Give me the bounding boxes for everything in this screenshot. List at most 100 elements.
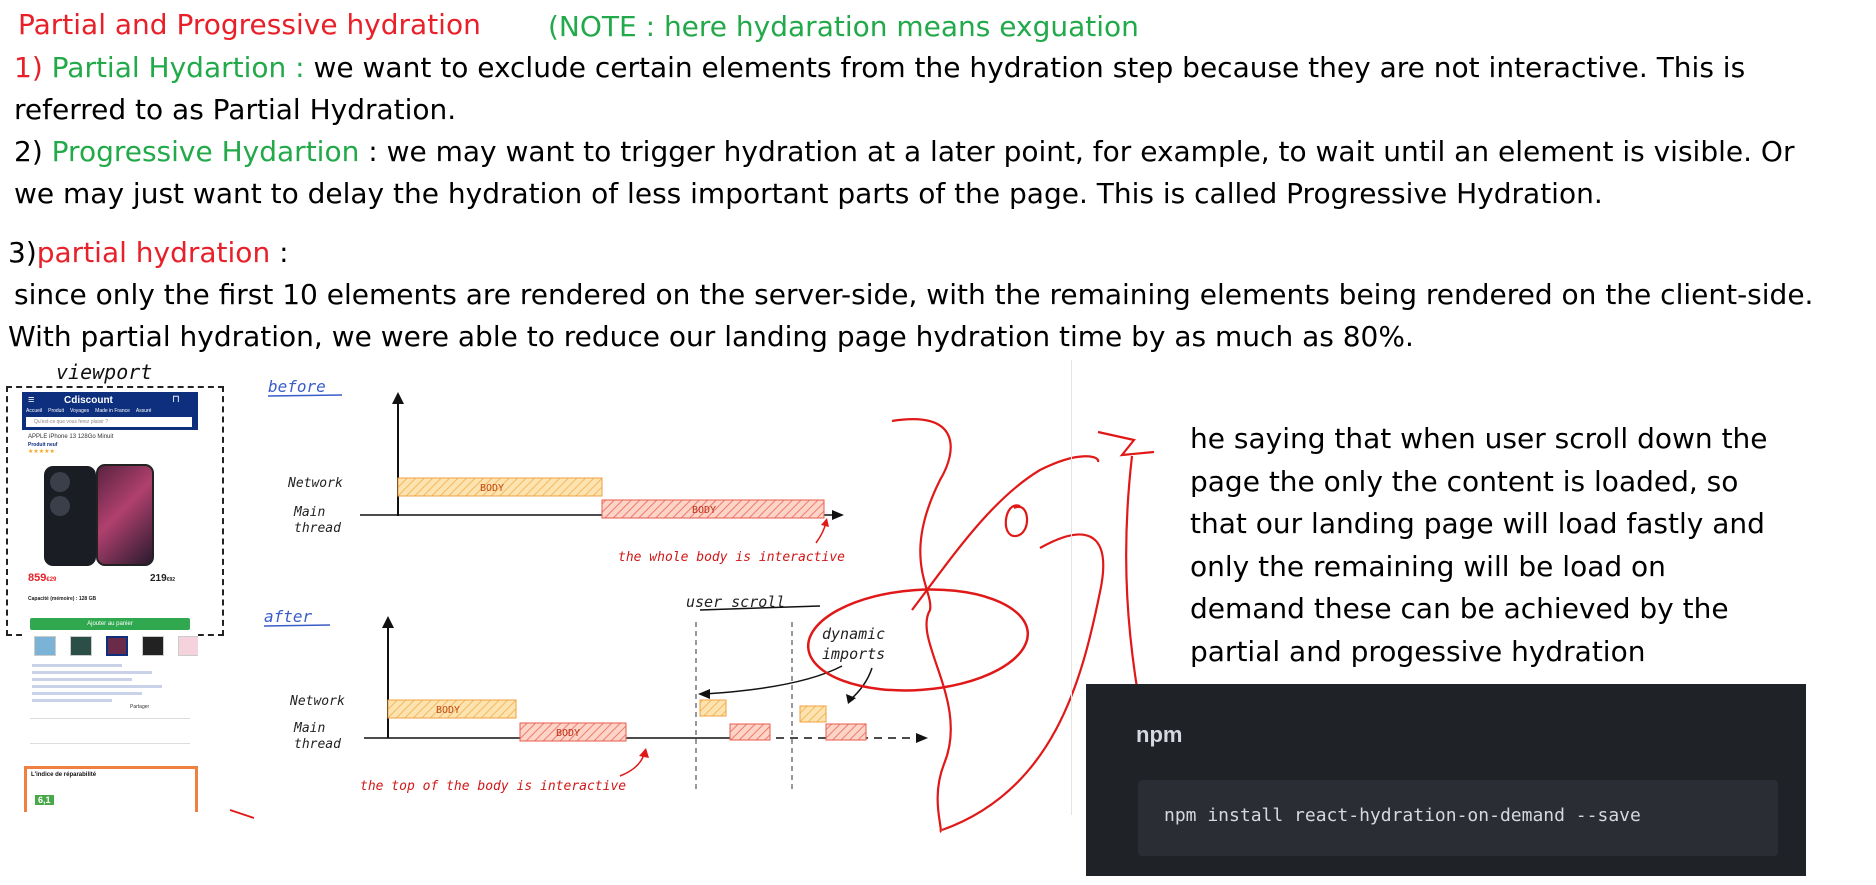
swatch-pink[interactable] [106,636,128,656]
after-network-label: Network [289,694,345,709]
nav-item[interactable]: Made in France [95,408,130,414]
search-placeholder: Qu'est-ce que vous ferez plaisir ? [34,419,109,425]
after-thread-label: thread [294,737,341,752]
side-note-line: partial and progessive hydration [1190,634,1646,668]
feature-list [32,664,182,702]
npm-command: npm install react-hydration-on-demand --… [1164,805,1641,826]
point-3-heading: 3)partial hydration : [8,232,289,274]
after-network-body-bar [387,699,517,719]
user-scroll-arrow [699,605,821,611]
npm-title: npm [1136,722,1183,747]
dynamic-imports-arrow-left [703,665,843,695]
hydration-timeline-diagram: before Network Main thread BODY BODY the… [263,377,928,794]
point-1-text: we want to exclude certain elements from… [313,51,1746,84]
top-body-caption: the top of the body is interactive [360,779,626,794]
scribble-small-tick [229,809,255,819]
share-label: Partager [130,704,150,710]
swatch-green[interactable] [70,636,92,656]
add-to-cart-button[interactable]: Ajouter au panier [30,618,190,630]
nav-row: Accueil Produit Voyages Made in France A… [26,408,196,416]
search-input[interactable]: Qu'est-ce que vous ferez plaisir ? [26,417,192,427]
top-caption-arrow-head [639,748,649,758]
nav-item[interactable]: Produit [48,408,64,414]
scribble-down-arrow [1125,455,1144,719]
point-3-colon: : [279,236,289,269]
product-title: APPLE iPhone 13 128Go Minuit [28,434,114,440]
before-label: before [268,377,326,396]
whole-body-caption: the whole body is interactive [618,550,845,565]
side-note: he saying that when user scroll down the… [1190,418,1768,673]
phone-screenshot: ≡ Cdiscount ⊓ Accueil Produit Voyages Ma… [22,392,198,812]
dynamic-label: dynamic [822,625,885,643]
after-label-underline [263,624,331,627]
rating-stars: ★★★★★ [28,449,55,455]
side-note-line: page the only the content is loaded, so [1190,464,1739,498]
before-network-body-bar [397,477,603,497]
phone-header: ≡ Cdiscount ⊓ Accueil Produit Voyages Ma… [22,392,198,430]
scribble-loop [1004,504,1029,538]
before-x-arrow [832,510,844,520]
scribble-cross-arrow [911,455,1100,611]
capacity-label: Capacité (mémoire) : 128 GB [28,596,97,602]
brand-logo: Cdiscount [64,395,113,406]
nav-item[interactable]: Accueil [26,408,43,414]
npm-install-panel: npm npm install react-hydration-on-deman… [1086,684,1806,876]
point-3-line-2: With partial hydration, we were able to … [8,320,1414,353]
after-main-body-label: BODY [556,728,580,739]
price-alt-cents: €92 [166,577,176,583]
viewport-label: viewport [56,360,153,384]
repair-score: 6,1 [35,795,54,805]
menu-icon: ≡ [28,394,35,406]
swatch-light[interactable] [178,636,198,656]
add-to-cart-label: Ajouter au panier [87,621,133,627]
product-image [40,462,158,570]
repair-index-title: L'indice de réparabilité [31,772,97,778]
side-note-line: he saying that when user scroll down the [1190,422,1768,455]
before-label-underline [267,394,343,397]
chunk-2-network [799,705,827,723]
price-main: 859€29 [28,572,56,584]
scribble-right-arrow [941,533,1105,832]
dynamic-imports-circle [806,588,1030,692]
npm-code-block[interactable]: npm install react-hydration-on-demand --… [1138,780,1778,856]
point-3-number: 3) [8,236,37,269]
chunk-2-main [825,723,867,741]
point-1-line-2: referred to as Partial Hydration. [14,93,457,126]
share-button[interactable]: Partager [130,704,149,710]
chunk-1-main [729,723,771,741]
before-y-arrow [392,392,404,404]
point-2-text: : we may want to trigger hydration at a … [368,135,1795,168]
scribble-curve-left [891,418,952,834]
before-thread-label: thread [294,521,341,536]
after-network-body-label: BODY [436,705,460,716]
before-main-body-label: BODY [692,505,716,516]
point-1-line-1: 1) Partial Hydartion : we want to exclud… [14,47,1745,89]
point-1-number: 1) [14,51,43,84]
price-main-cents: €29 [46,577,57,583]
price-main-value: 859 [28,572,47,584]
swatch-black[interactable] [142,636,164,656]
after-label: after [264,607,313,626]
color-swatches [30,636,198,656]
user-scroll-label: user scroll [686,593,785,611]
vertical-divider [1071,360,1072,815]
after-main-label: Main [293,721,325,736]
price-alt: 219€92 [150,573,175,584]
point-2-number: 2) [14,135,43,168]
page-title: Partial and Progressive hydration [18,8,481,41]
repair-index-box: L'indice de réparabilité 6,1 [24,766,198,812]
cart-icon: ⊓ [172,394,180,405]
before-main-body-bar [601,499,825,519]
before-caption-arrow-head [821,518,829,527]
swatch-blue[interactable] [34,636,56,656]
after-main-body-bar [519,722,627,742]
nav-item[interactable]: Assuré [135,408,152,414]
side-note-line: that our landing page will load fastly a… [1190,507,1765,540]
dynamic-imports-arrowhead-left [698,689,710,699]
point-3-term: partial hydration [36,236,271,269]
point-1-term: Partial Hydartion : [51,51,305,84]
nav-item[interactable]: Voyages [69,408,90,414]
chunk-1-network [699,699,727,717]
point-2-term: Progressive Hydartion [51,135,360,168]
